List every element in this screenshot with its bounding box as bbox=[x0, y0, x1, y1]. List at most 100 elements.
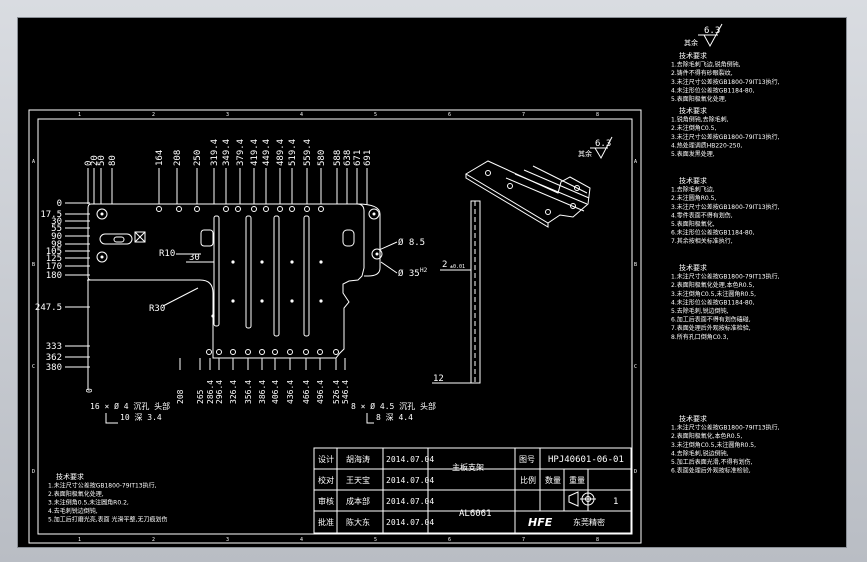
tb-r3-date: 2014.07.04 bbox=[386, 497, 434, 506]
tb-r2-role: 校对 bbox=[318, 475, 334, 485]
dim-left-label: 0 bbox=[57, 199, 62, 209]
callout-dia35: Ø 35 bbox=[398, 268, 420, 279]
zone-letter: B bbox=[634, 262, 637, 268]
dim-left-label: 17.5 bbox=[40, 210, 62, 220]
mount-hole bbox=[206, 349, 212, 355]
dim-left-label: 170 bbox=[46, 262, 62, 272]
notes-line: 6.加工后表面不得有划伤磕碰, bbox=[671, 316, 751, 324]
dim-bottom-label: 496.4 bbox=[316, 380, 325, 404]
tb-drawing-number: HPJ40601-06-01 bbox=[548, 455, 624, 465]
slot-4 bbox=[303, 215, 310, 337]
callout-left-holes: 16 × Ø 4 沉孔 头部 bbox=[90, 401, 170, 411]
tb-logo: HFE bbox=[528, 516, 553, 529]
iso-outline bbox=[465, 160, 591, 224]
notes-line: 4.热处理调质HB220-250, bbox=[671, 141, 742, 149]
slot-3 bbox=[273, 215, 280, 337]
mount-hole bbox=[318, 206, 324, 212]
notes-line: 3.未注尺寸公差按GB1800-79IT13执行, bbox=[671, 203, 780, 211]
notes-title: 技术要求 bbox=[679, 51, 707, 60]
zone-number: 4 bbox=[300, 537, 303, 543]
mount-hole bbox=[263, 206, 269, 212]
notes-title: 技术要求 bbox=[679, 176, 707, 185]
dim-left-label: 90 bbox=[51, 232, 62, 242]
notes-line: 4.去除毛刺,锐边倒钝, bbox=[671, 449, 729, 457]
notes-line: 8.所有孔口倒角C0.3, bbox=[671, 333, 728, 341]
notes-title: 技术要求 bbox=[679, 414, 707, 423]
zone-letter: A bbox=[32, 159, 35, 165]
zone-number: 6 bbox=[448, 112, 451, 118]
side-dim-2: 2 bbox=[442, 260, 447, 270]
zone-letter: C bbox=[634, 364, 637, 370]
tb-material: AL6061 bbox=[459, 509, 492, 519]
zone-number: 8 bbox=[596, 112, 599, 118]
dim-bottom-label: 286.4 bbox=[206, 380, 215, 404]
notes-line: 1.未注尺寸公差按GB1800-79IT13执行, bbox=[671, 273, 780, 281]
dim-top-label: 0 bbox=[84, 161, 94, 166]
tb-r4-name: 陈大东 bbox=[346, 517, 370, 527]
notes-line: 2.未注圆角R0.5, bbox=[671, 194, 716, 202]
tb-r1-date: 2014.07.04 bbox=[386, 455, 434, 464]
notes-line: 3.未注倒角C0.5,未注圆角R0.5, bbox=[671, 290, 756, 298]
dim-left-label: 55 bbox=[51, 224, 62, 234]
roughness-main: 6.3 bbox=[704, 26, 720, 36]
dim-top-label: 638 bbox=[343, 150, 353, 166]
dim-left-label: 105 bbox=[46, 247, 62, 257]
dim-left-label: 125 bbox=[46, 254, 62, 264]
dim-top-label: 449.4 bbox=[262, 139, 272, 166]
title-block: 设计 胡海涛 2014.07.04 校对 王天宝 2014.07.04 审核 成… bbox=[313, 447, 632, 534]
zone-number: 3 bbox=[226, 112, 229, 118]
notes-line: 5.加工后打磨光亮,表面 光滑平整,无刀痕划伤 bbox=[48, 516, 167, 524]
dim-top-label: 379.4 bbox=[236, 139, 246, 166]
dim-top-label: 250 bbox=[193, 150, 203, 166]
dim-left-label: 380 bbox=[46, 363, 62, 373]
mount-hole bbox=[223, 206, 229, 212]
callouts: R10 30 R30 16 × Ø 4 沉孔 头部 10 深 3.4 8 × Ø… bbox=[90, 237, 436, 424]
zone-letter: D bbox=[634, 469, 637, 475]
tb-part-name: 主板支架 bbox=[452, 462, 484, 472]
notes-right: 技术要求1.去除毛刺飞边,锐角倒钝,2.铸件不得有砂眼裂纹,3.未注尺寸公差按G… bbox=[671, 51, 780, 475]
zone-number: 5 bbox=[374, 537, 377, 543]
zone-number: 4 bbox=[300, 112, 303, 118]
dim-bottom-label: 526.4 bbox=[332, 380, 341, 404]
roughness-sub: 其余 bbox=[684, 38, 698, 47]
zone-number: 8 bbox=[596, 537, 599, 543]
notes-line: 5.表面阳极氧化处理, bbox=[671, 95, 727, 103]
tap-hole bbox=[231, 299, 235, 303]
plate-holes bbox=[156, 206, 339, 355]
dim-top-label: 588 bbox=[333, 150, 343, 166]
tap-hole bbox=[319, 299, 323, 303]
dim-top-label: 489.4 bbox=[276, 139, 286, 166]
tb-drawing-label: 图号 bbox=[519, 455, 535, 464]
dim-top-label: 419.4 bbox=[250, 139, 260, 166]
zone-number: 2 bbox=[152, 112, 155, 118]
notes-line: 3.未注尺寸公差按GB1800-79IT13执行, bbox=[671, 133, 780, 141]
mount-hole bbox=[245, 349, 251, 355]
dim-left-label: 247.5 bbox=[35, 303, 62, 313]
tap-hole bbox=[211, 314, 215, 318]
notes-line: 1.锐角倒钝,去除毛刺, bbox=[671, 116, 729, 124]
dim-top-label: 559.4 bbox=[303, 139, 313, 166]
notes-line: 3.未注尺寸公差按GB1800-79IT13执行, bbox=[671, 78, 780, 86]
dim-bottom-label: 326.4 bbox=[229, 380, 238, 404]
notes-title: 技术要求 bbox=[679, 263, 707, 272]
tap-hole bbox=[260, 299, 264, 303]
dim-top-label: 671 bbox=[353, 150, 363, 166]
zone-letter: A bbox=[634, 159, 637, 165]
dim-left-label: 180 bbox=[46, 271, 62, 281]
callout-right-holes-sub: 8 深 4.4 bbox=[376, 413, 413, 422]
roughness-symbol: 6.3 其余 bbox=[684, 23, 723, 48]
dim-left-label: 333 bbox=[46, 342, 62, 352]
zone-number: 2 bbox=[152, 537, 155, 543]
notes-line: 1.未注尺寸公差按GB1800-79IT13执行, bbox=[48, 482, 157, 490]
zone-number: 1 bbox=[78, 537, 81, 543]
tap-hole bbox=[290, 260, 294, 264]
notes-line: 5.表面阳极氧化, bbox=[671, 220, 715, 228]
dim-top-label: 580 bbox=[317, 150, 327, 166]
callout-dia85: Ø 8.5 bbox=[398, 237, 425, 248]
pocket-square bbox=[134, 231, 146, 243]
